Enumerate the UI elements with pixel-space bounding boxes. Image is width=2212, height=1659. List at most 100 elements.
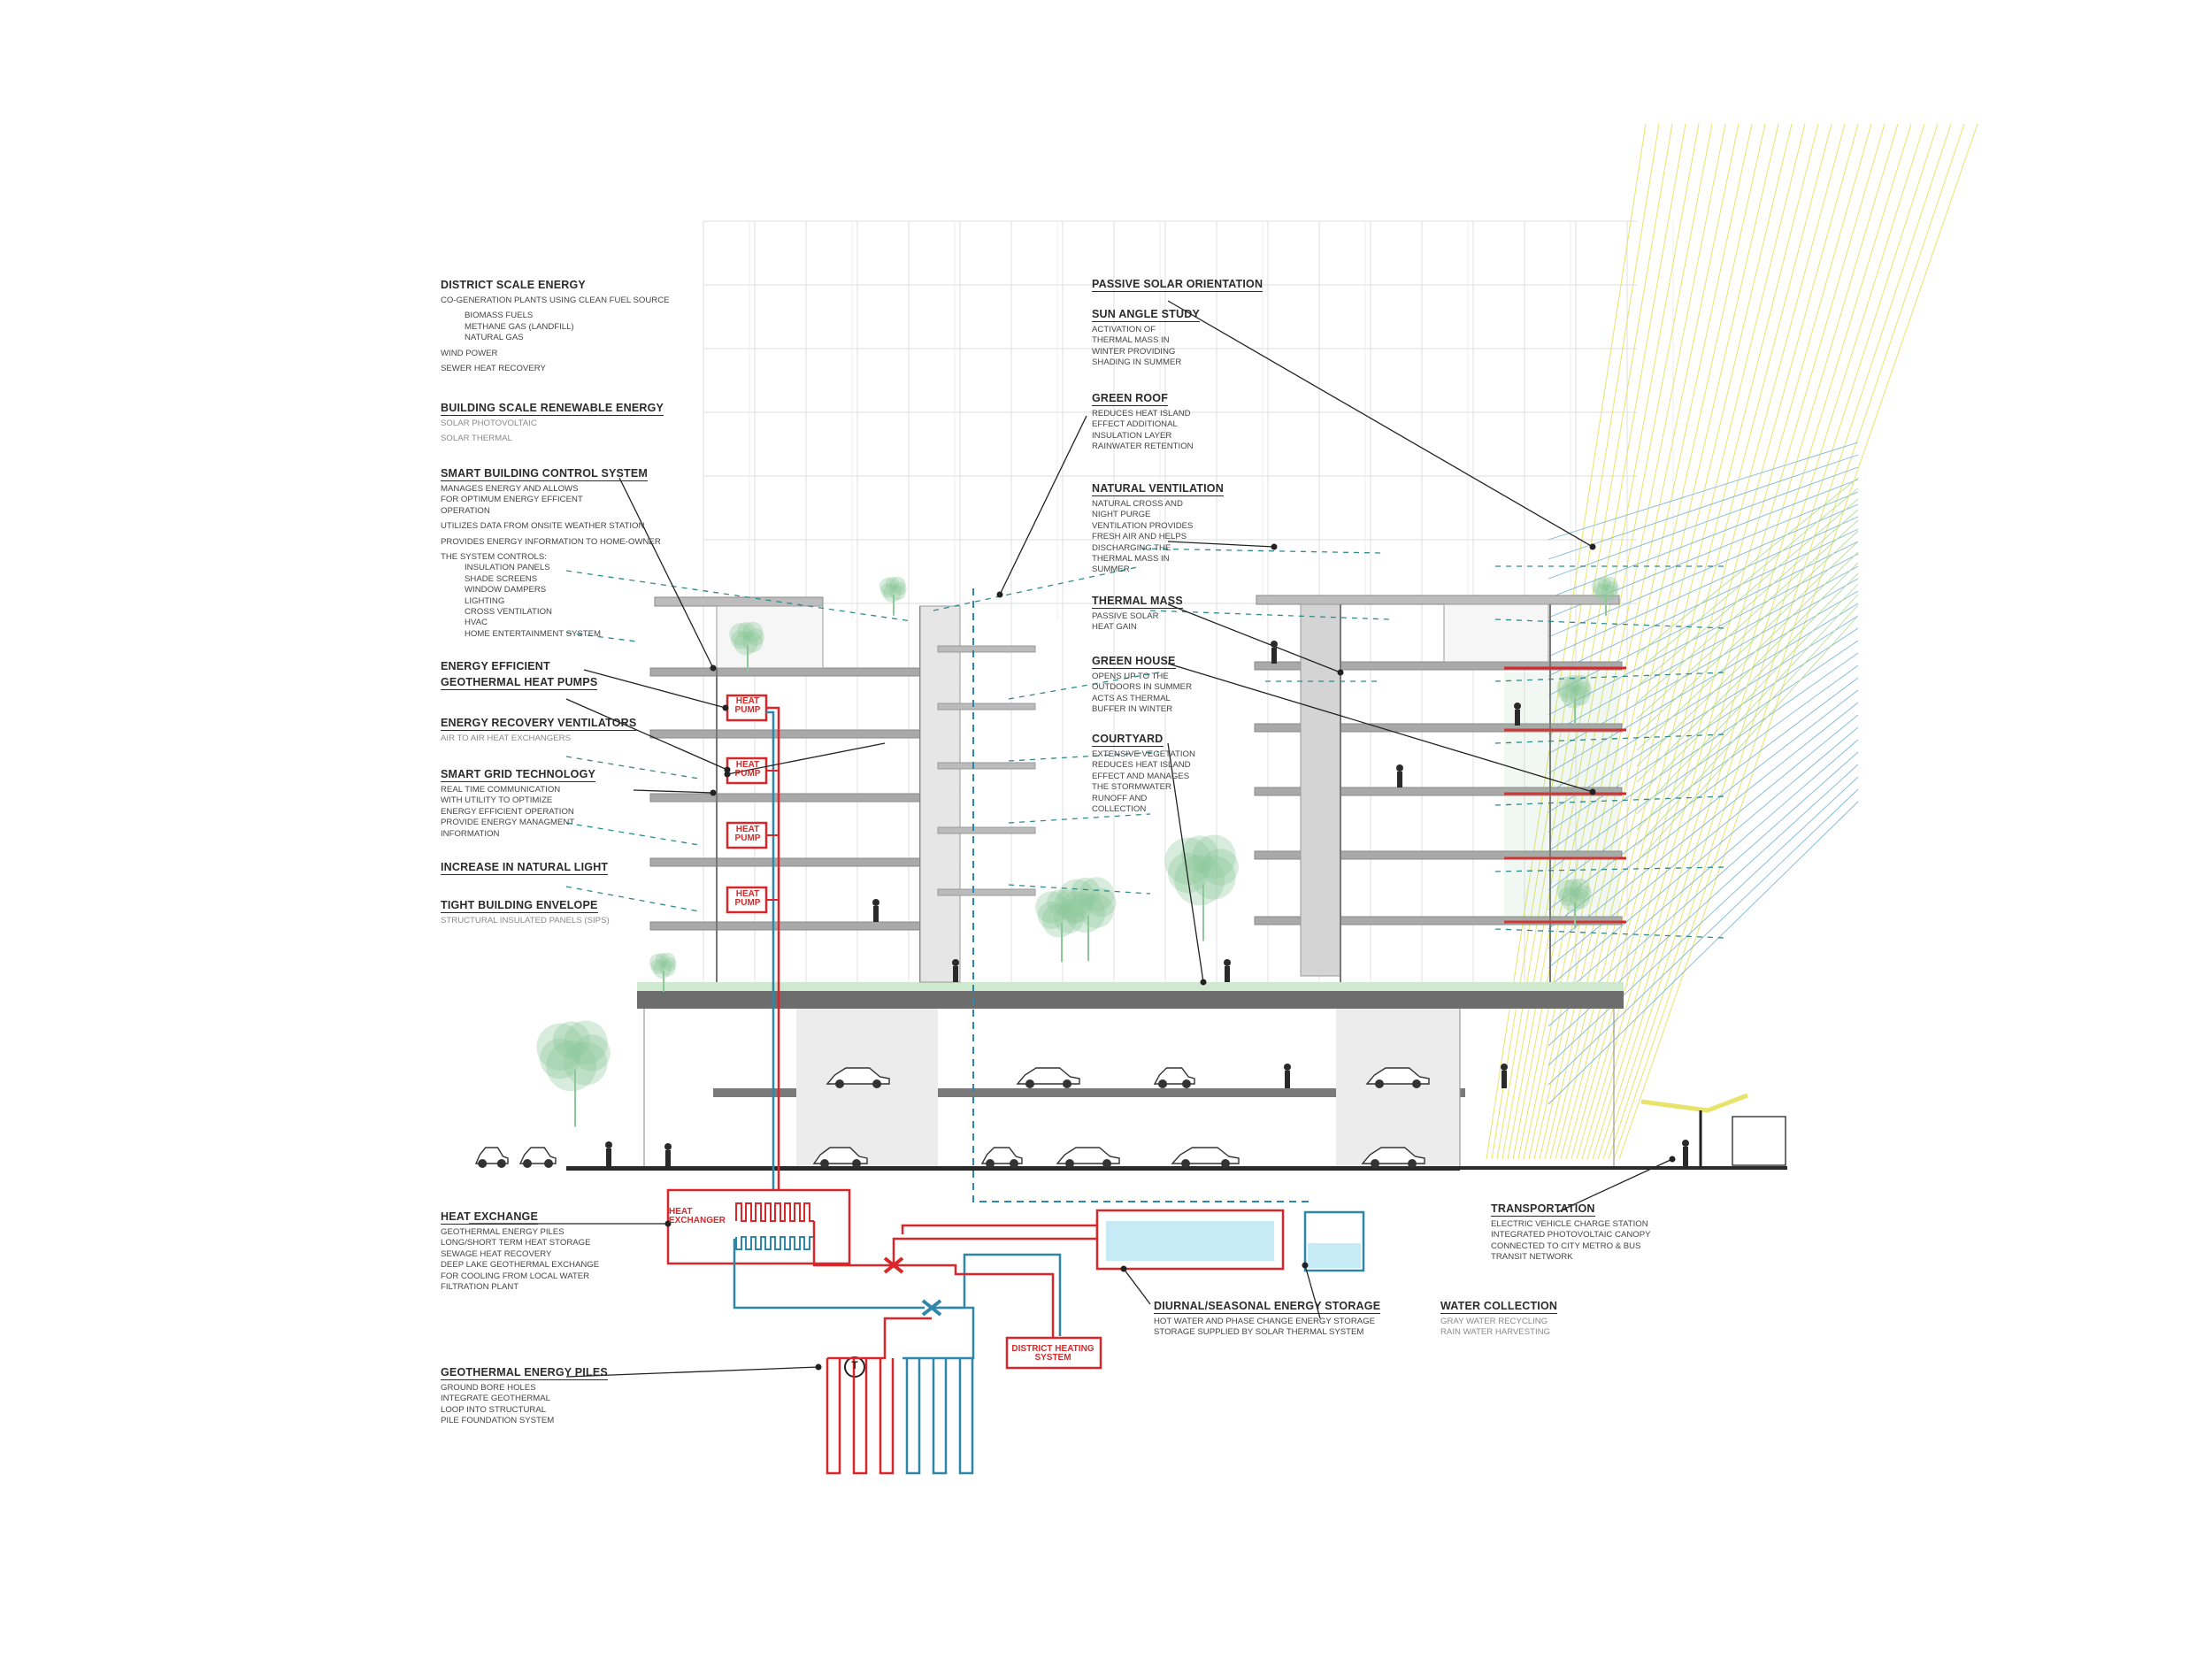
controlled-item: SHADE SCREENS <box>465 573 538 584</box>
erv-desc: AIR TO AIR HEAT EXCHANGERS <box>441 733 571 743</box>
geothermal-pile-loop <box>879 1358 895 1475</box>
greenhouse-plant <box>1556 879 1579 902</box>
building-scale-title: BUILDING SCALE RENEWABLE ENERGY <box>441 402 664 416</box>
sun-ray-blue <box>1548 714 1859 969</box>
car-wheel <box>1408 1159 1417 1168</box>
courtyard-desc: EXTENSIVE VEGETATION REDUCES HEAT ISLAND… <box>1092 749 1195 815</box>
parking-mid-slab <box>713 1088 1465 1097</box>
vent-flow-line <box>565 756 700 780</box>
car-wheel <box>835 1079 844 1088</box>
sun-ray-green <box>1636 562 1859 783</box>
sun-ray-blue <box>1548 652 1859 872</box>
vent-flow-line <box>1494 928 1726 939</box>
thermostat-label: T <box>851 1359 858 1371</box>
vegetation <box>536 576 1619 1127</box>
planter-shrub <box>742 621 764 643</box>
greenhouse-plant <box>1556 676 1579 699</box>
vent-flow-line <box>1141 548 1381 554</box>
balcony-plant <box>1037 901 1065 930</box>
car-wheel <box>1221 1159 1230 1168</box>
left-roof-pavilion <box>716 605 824 669</box>
people-silhouettes <box>605 641 1689 1166</box>
planter-shrub <box>663 957 677 972</box>
sun-ray-blue <box>1548 528 1859 677</box>
sun-ray-blue <box>1548 603 1859 794</box>
person-head <box>1514 703 1521 710</box>
label-sun-angle: SUN ANGLE STUDY ACTIVATION OF THERMAL MA… <box>1092 306 1260 369</box>
water-collection-water <box>1308 1243 1361 1268</box>
sun-ray-green <box>1636 498 1859 687</box>
water-collection-title: WATER COLLECTION <box>1440 1300 1558 1314</box>
vent-flow-line <box>1494 866 1726 872</box>
sun-angle-desc: ACTIVATION OF THERMAL MASS IN WINTER PRO… <box>1092 325 1182 368</box>
sun-ray-green <box>1636 604 1859 847</box>
right-tower-floor-slab <box>1254 850 1623 860</box>
storage-return-cold <box>929 1253 1062 1336</box>
water-collection-desc: GRAY WATER RECYCLING RAIN WATER HARVESTI… <box>1440 1317 1551 1338</box>
label-smart-grid: SMART GRID TECHNOLOGY REAL TIME COMMUNIC… <box>441 766 741 840</box>
label-natural-light: INCREASE IN NATURAL LIGHT <box>441 859 741 875</box>
courtyard-tree <box>1168 852 1209 894</box>
bus <box>1732 1116 1786 1166</box>
leader-water <box>1304 1264 1321 1319</box>
vent-flow-line <box>565 886 700 912</box>
person-body <box>665 1150 671 1166</box>
label-geothermal-piles: GEOTHERMAL ENERGY PILES GROUND BORE HOLE… <box>441 1364 741 1427</box>
label-smart-building-control: SMART BUILDING CONTROL SYSTEM MANAGES EN… <box>441 465 741 640</box>
greenhouse-glazing <box>1504 672 1619 925</box>
envelope-title: TIGHT BUILDING ENVELOPE <box>441 899 598 913</box>
sun-ray-blue <box>1548 677 1859 910</box>
leader-green-roof-dot <box>996 591 1003 598</box>
sun-ray-green <box>1636 615 1859 863</box>
label-geothermal-heat-pumps: ENERGY EFFICIENT GEOTHERMAL HEAT PUMPS <box>441 658 741 690</box>
district-scale-title: DISTRICT SCALE ENERGY <box>441 279 586 291</box>
person-head <box>1501 1064 1508 1071</box>
sun-ray-blue <box>1548 751 1859 1027</box>
label-thermal-mass: THERMAL MASS PASSIVE SOLAR HEAT GAIN <box>1092 593 1260 634</box>
label-heat-exchange: HEAT EXCHANGE GEOTHERMAL ENERGY PILES LO… <box>441 1209 741 1293</box>
planter-shrub <box>729 623 752 646</box>
person-body <box>1397 772 1402 787</box>
label-passive-solar: PASSIVE SOLAR ORIENTATION <box>1092 276 1263 292</box>
street-tree <box>573 1034 611 1071</box>
street-tree <box>540 1038 580 1079</box>
leader-water-dot <box>1302 1262 1309 1269</box>
label-tight-envelope: TIGHT BUILDING ENVELOPE STRUCTURAL INSUL… <box>441 897 741 926</box>
green-roof-desc: REDUCES HEAT ISLAND EFFECT ADDITIONAL IN… <box>1092 409 1194 452</box>
vent-flow-line <box>1149 610 1390 620</box>
car <box>1361 1147 1425 1164</box>
controlled-item: CROSS VENTILATION <box>465 607 552 618</box>
right-roof-pavilion <box>1443 603 1549 663</box>
planter-shrub <box>655 952 670 967</box>
balcony-plant <box>1054 889 1085 919</box>
sun-ray-blue <box>1548 503 1859 638</box>
parking-core-left <box>796 1009 938 1166</box>
district-extra-item: SEWER HEAT RECOVERY <box>441 364 546 374</box>
podium-slab <box>637 991 1624 1009</box>
courtyard-tree <box>1060 891 1093 924</box>
sun-ray-blue <box>1548 454 1859 560</box>
person-head <box>1224 959 1231 966</box>
storage-title: DIURNAL/SEASONAL ENERGY STORAGE <box>1154 1300 1381 1314</box>
planter-shrub <box>747 628 764 646</box>
car-wheel <box>1182 1079 1191 1088</box>
person-body <box>606 1148 611 1166</box>
vent-flow-line <box>1494 733 1726 744</box>
leader-geo-piles <box>565 1366 819 1378</box>
person-body <box>1515 710 1520 726</box>
district-intro: CO-GENERATION PLANTS USING CLEAN FUEL SO… <box>441 296 670 305</box>
person-head <box>1271 641 1278 648</box>
leader-erv <box>565 698 728 771</box>
planter-shrub <box>650 958 666 974</box>
fuel-item: NATURAL GAS <box>465 333 524 343</box>
thermal-mass-title: THERMAL MASS <box>1092 595 1183 609</box>
roof-shrub <box>1601 576 1618 593</box>
right-tower-floor-slab <box>1254 723 1623 733</box>
courtyard-tree <box>1181 835 1218 873</box>
ventilation-flow-lines <box>565 548 1726 1202</box>
person-body <box>873 906 879 922</box>
courtyard-tree <box>1192 834 1236 879</box>
sun-ray-blue <box>1548 726 1859 988</box>
